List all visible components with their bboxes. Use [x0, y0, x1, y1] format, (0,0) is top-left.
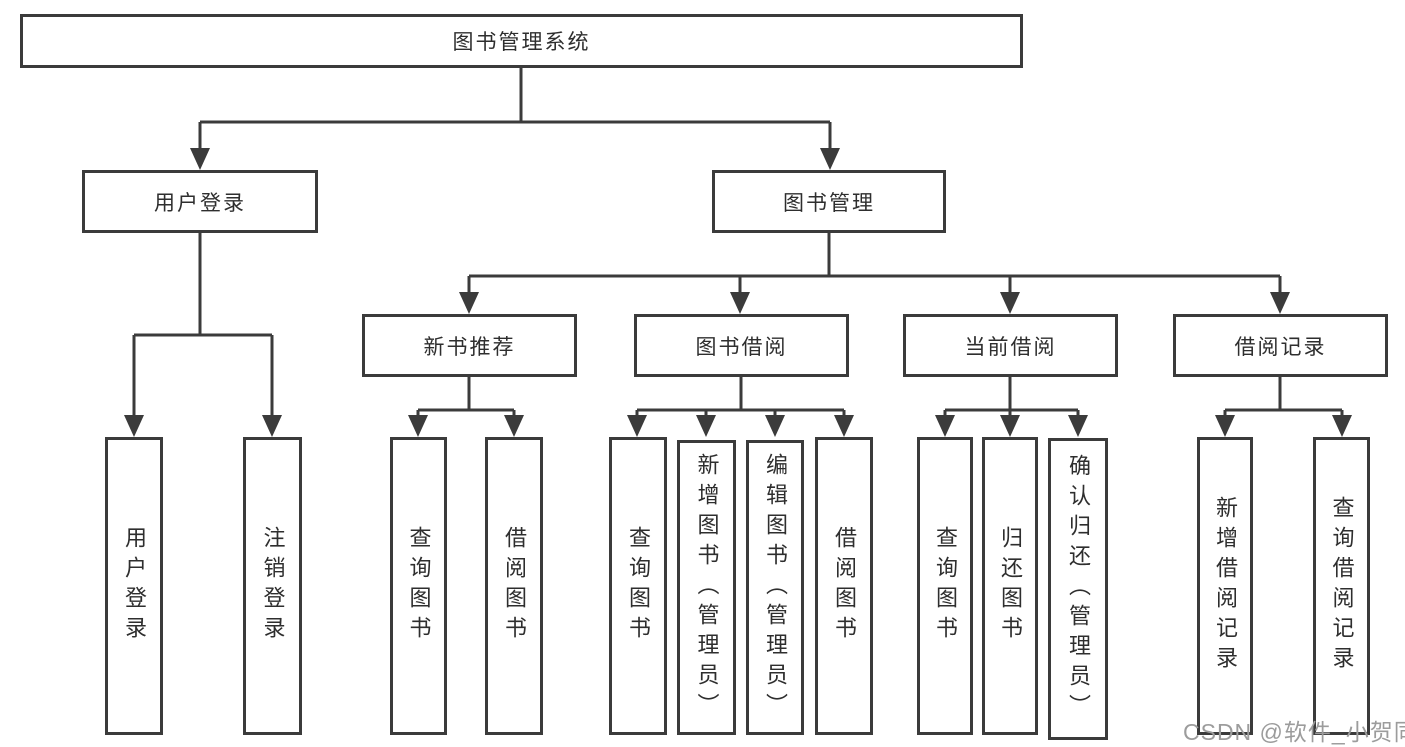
leaf-confirm-return-admin: 确认归还（管理员）: [1048, 438, 1108, 740]
connector-book-management-to-level2: [467, 233, 1282, 294]
leaf-query-borrow-record: 查询借阅记录: [1313, 437, 1370, 735]
leaf-borrow-books-recommend: 借阅图书: [485, 437, 543, 735]
leaf-logout: 注销登录: [243, 437, 302, 735]
connector-borrow-records-to-leaves: [1223, 377, 1344, 417]
arrow-down-icon: [190, 148, 210, 170]
leaf-borrow-books-recommend-label: 借阅图书: [502, 526, 527, 646]
arrow-down-icon: [1068, 415, 1088, 437]
arrow-down-icon: [459, 292, 479, 314]
arrow-down-icon: [627, 415, 647, 437]
node-library-management-system: 图书管理系统: [20, 14, 1023, 68]
arrow-down-icon: [1215, 415, 1235, 437]
connector-book-borrow-to-leaves: [635, 377, 846, 417]
leaf-query-books-current-label: 查询图书: [933, 526, 958, 646]
leaf-query-books-recommend: 查询图书: [390, 437, 447, 735]
node-current-borrowing: 当前借阅: [903, 314, 1118, 377]
leaf-query-books-borrow-label: 查询图书: [626, 526, 651, 646]
leaf-add-borrow-record-label: 新增借阅记录: [1213, 496, 1238, 676]
leaf-query-books-recommend-label: 查询图书: [406, 526, 432, 646]
leaf-query-books-current: 查询图书: [917, 437, 973, 735]
node-borrowing-records: 借阅记录: [1173, 314, 1388, 377]
leaf-logout-label: 注销登录: [260, 526, 286, 646]
arrow-down-icon: [1000, 415, 1020, 437]
connector-paths: [132, 68, 1344, 417]
leaf-confirm-return-admin-label: 确认归还（管理员）: [1066, 454, 1091, 724]
arrow-down-icon: [408, 415, 428, 437]
arrow-down-icon: [504, 415, 524, 437]
connector-user-login-to-leaves: [132, 233, 274, 416]
leaf-borrow-books-borrow: 借阅图书: [815, 437, 873, 735]
node-new-book-recommendation: 新书推荐: [362, 314, 577, 377]
arrow-down-icon: [1332, 415, 1352, 437]
leaf-query-borrow-record-label: 查询借阅记录: [1329, 496, 1355, 676]
connector-current-borrow-to-leaves: [943, 377, 1080, 417]
arrow-down-icon: [696, 415, 716, 437]
node-user-login: 用户登录: [82, 170, 318, 233]
leaf-edit-books-admin-label: 编辑图书（管理员）: [763, 452, 788, 723]
arrow-down-icon: [262, 415, 282, 437]
arrow-down-icon: [730, 292, 750, 314]
leaf-return-books: 归还图书: [982, 437, 1038, 735]
leaf-edit-books-admin: 编辑图书（管理员）: [746, 440, 804, 735]
arrow-down-icon: [935, 415, 955, 437]
leaf-user-login: 用户登录: [105, 437, 163, 735]
arrow-down-icon: [1270, 292, 1290, 314]
watermark: CSDN @软件_小贺同学: [1183, 719, 1405, 745]
arrow-down-icon: [834, 415, 854, 437]
leaf-add-books-admin: 新增图书（管理员）: [677, 440, 736, 735]
connector-new-book-to-leaves: [416, 377, 516, 417]
leaf-user-login-label: 用户登录: [122, 526, 147, 646]
arrow-down-icon: [124, 415, 144, 437]
leaf-add-borrow-record: 新增借阅记录: [1197, 437, 1253, 735]
leaf-add-books-admin-label: 新增图书（管理员）: [694, 452, 720, 723]
node-book-borrowing: 图书借阅: [634, 314, 849, 377]
arrow-down-icon: [820, 148, 840, 170]
leaf-return-books-label: 归还图书: [998, 526, 1023, 646]
node-book-management: 图书管理: [712, 170, 946, 233]
arrow-down-icon: [765, 415, 785, 437]
arrowheads: [124, 148, 1352, 437]
connector-root-to-level1: [198, 68, 832, 150]
arrow-down-icon: [1000, 292, 1020, 314]
leaf-query-books-borrow: 查询图书: [609, 437, 667, 735]
leaf-borrow-books-borrow-label: 借阅图书: [832, 526, 857, 646]
